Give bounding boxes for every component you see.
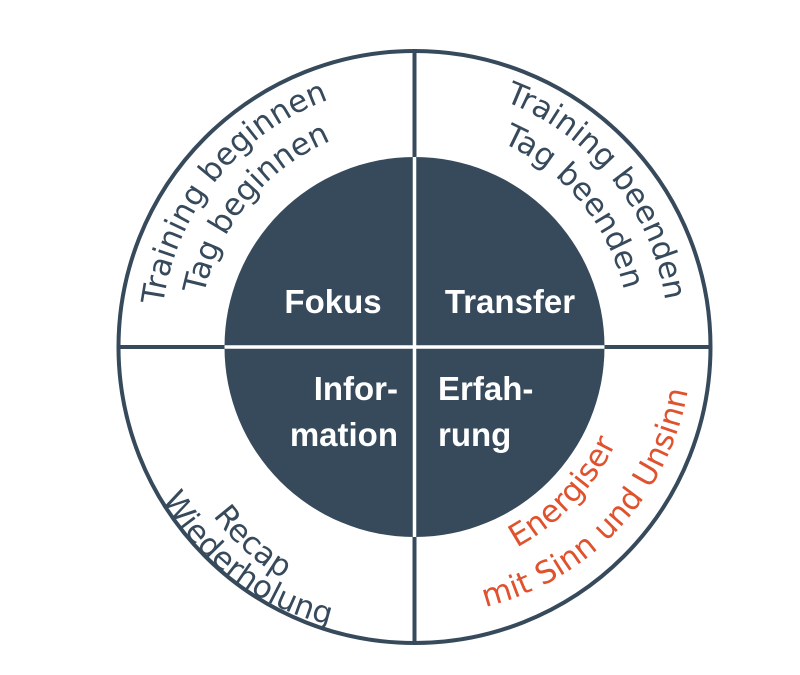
inner-label-erfahrung-line1: Erfah- xyxy=(438,370,533,407)
inner-label-fokus: Fokus xyxy=(284,283,381,320)
inner-label-erfahrung-line2: rung xyxy=(438,416,511,453)
inner-label-information-line1: Infor- xyxy=(314,370,398,407)
inner-label-transfer: Transfer xyxy=(445,283,575,320)
inner-label-information-line2: mation xyxy=(290,416,398,453)
